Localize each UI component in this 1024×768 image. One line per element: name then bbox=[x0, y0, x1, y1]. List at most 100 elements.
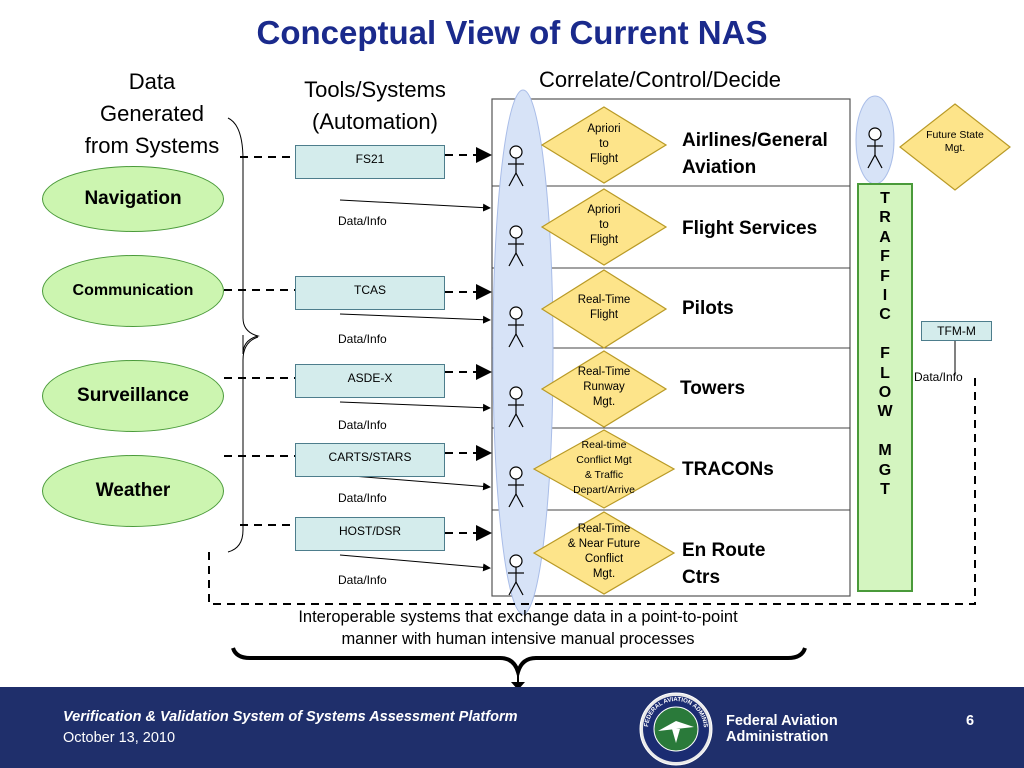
source-label: Navigation bbox=[84, 188, 182, 209]
caption-line: Interoperable systems that exchange data… bbox=[298, 608, 738, 626]
decision-line: Real-Time bbox=[577, 523, 631, 535]
decision-line: Real-time bbox=[581, 439, 627, 451]
caption-line: manner with human intensive manual proce… bbox=[341, 630, 695, 648]
decision-diamond bbox=[532, 511, 676, 595]
traffic-flow-letter: G bbox=[878, 461, 892, 479]
stakeholder-flight-services: Flight Services bbox=[682, 215, 817, 242]
traffic-flow-letter: M bbox=[878, 442, 892, 460]
data-info-label: Data/Info bbox=[338, 491, 387, 505]
tfm-data-info: Data/Info bbox=[914, 370, 963, 384]
decision-line: Flight bbox=[589, 153, 619, 165]
stakeholder-line: TRACONs bbox=[682, 459, 774, 480]
person-icon bbox=[508, 225, 524, 267]
summary-brace bbox=[231, 647, 807, 680]
feedback-loop bbox=[208, 375, 976, 605]
tool-label: ASDE-X bbox=[347, 371, 393, 385]
decision-diamond bbox=[540, 350, 668, 428]
person-icon bbox=[508, 554, 524, 596]
decision-diamond bbox=[532, 429, 676, 509]
stakeholder-line: Flight Services bbox=[682, 218, 818, 239]
header-correlate: Correlate/Control/Decide bbox=[538, 67, 782, 92]
agency-line: Administration bbox=[726, 729, 829, 745]
future-state-line: Mgt. bbox=[944, 142, 966, 154]
data-info-label: Data/Info bbox=[338, 573, 387, 587]
person-icon bbox=[508, 466, 524, 508]
decision-line: Apriori bbox=[587, 123, 621, 135]
traffic-flow-letter: T bbox=[880, 190, 890, 207]
footer-date: October 13, 2010 bbox=[63, 730, 176, 746]
decision-line: Real-Time bbox=[577, 294, 631, 306]
data-arrow bbox=[339, 199, 491, 212]
stakeholder-line: Towers bbox=[680, 378, 746, 399]
decision-line: & Near Future bbox=[567, 538, 641, 550]
future-state-line: Future State bbox=[926, 129, 984, 141]
decision-line: Depart/Arrive bbox=[573, 484, 635, 496]
source-label: Surveillance bbox=[77, 385, 189, 406]
footer-bar: Verification & Validation System of Syst… bbox=[0, 687, 1024, 768]
decision-line: Conflict Mgt bbox=[576, 454, 632, 466]
source-weather: Weather bbox=[42, 455, 224, 527]
data-info-label: Data/Info bbox=[338, 418, 387, 432]
data-info-label: Data/Info bbox=[338, 332, 387, 346]
tool-label: CARTS/STARS bbox=[328, 450, 412, 464]
traffic-flow-letter: C bbox=[879, 306, 891, 324]
stakeholder-pilots: Pilots bbox=[682, 295, 734, 322]
header-data-line: from Systems bbox=[84, 133, 220, 158]
stakeholder-line: Aviation bbox=[682, 157, 757, 178]
stakeholder-line: Airlines/General bbox=[682, 130, 828, 151]
traffic-flow-letter: R bbox=[879, 209, 891, 227]
data-info-label: Data/Info bbox=[338, 214, 387, 228]
decision-line: Runway bbox=[583, 381, 625, 393]
decision-line: Mgt. bbox=[592, 568, 616, 580]
source-communication: Communication bbox=[42, 255, 224, 327]
tfm-label: TFM-M bbox=[937, 324, 976, 338]
traffic-flow-letter: I bbox=[882, 287, 888, 305]
decision-diamond bbox=[540, 106, 668, 184]
data-arrow bbox=[339, 554, 491, 572]
tool-host-dsr: HOST/DSR bbox=[295, 517, 445, 551]
data-arrow bbox=[339, 313, 491, 324]
person-icon bbox=[508, 306, 524, 348]
tool-carts-stars: CARTS/STARS bbox=[295, 443, 445, 477]
footer-agency: Federal Aviation Administration bbox=[726, 713, 838, 745]
source-navigation: Navigation bbox=[42, 166, 224, 232]
header-data-generated: Data Generated from Systems bbox=[62, 66, 242, 162]
traffic-flow-letter: F bbox=[880, 248, 890, 266]
brace bbox=[227, 336, 259, 553]
traffic-flow-letter: W bbox=[877, 403, 893, 421]
page-title: Conceptual View of Current NAS bbox=[256, 14, 768, 51]
tool-tcas: TCAS bbox=[295, 276, 445, 310]
decision-line: Flight bbox=[589, 234, 619, 246]
decision-diamond bbox=[540, 188, 668, 266]
header-data-line: Generated bbox=[100, 101, 204, 126]
header-tools-line: Tools/Systems bbox=[304, 77, 446, 102]
header-tools-line: (Automation) bbox=[312, 109, 438, 134]
decision-line: Flight bbox=[589, 309, 619, 321]
tool-label: HOST/DSR bbox=[338, 524, 401, 538]
tool-label: TCAS bbox=[353, 283, 386, 297]
decision-line: Apriori bbox=[587, 204, 621, 216]
traffic-flow-letter: L bbox=[880, 364, 890, 382]
stakeholder-towers: Towers bbox=[680, 375, 745, 402]
data-arrow bbox=[339, 401, 491, 412]
header-tools-systems: Tools/Systems (Automation) bbox=[270, 74, 480, 138]
decision-diamond bbox=[540, 269, 668, 349]
brace bbox=[227, 117, 260, 355]
tfm-m-box: TFM-M bbox=[921, 321, 992, 341]
traffic-flow-letter bbox=[859, 422, 911, 441]
footer-platform: Verification & Validation System of Syst… bbox=[63, 709, 518, 725]
traffic-flow-letter: T bbox=[880, 481, 890, 499]
header-data-line: Data bbox=[128, 69, 176, 94]
traffic-flow-letter: A bbox=[879, 228, 891, 246]
traffic-flow-letter: O bbox=[878, 384, 892, 402]
person-icon bbox=[508, 145, 524, 187]
human-column bbox=[492, 89, 554, 615]
source-label: Communication bbox=[72, 282, 194, 299]
